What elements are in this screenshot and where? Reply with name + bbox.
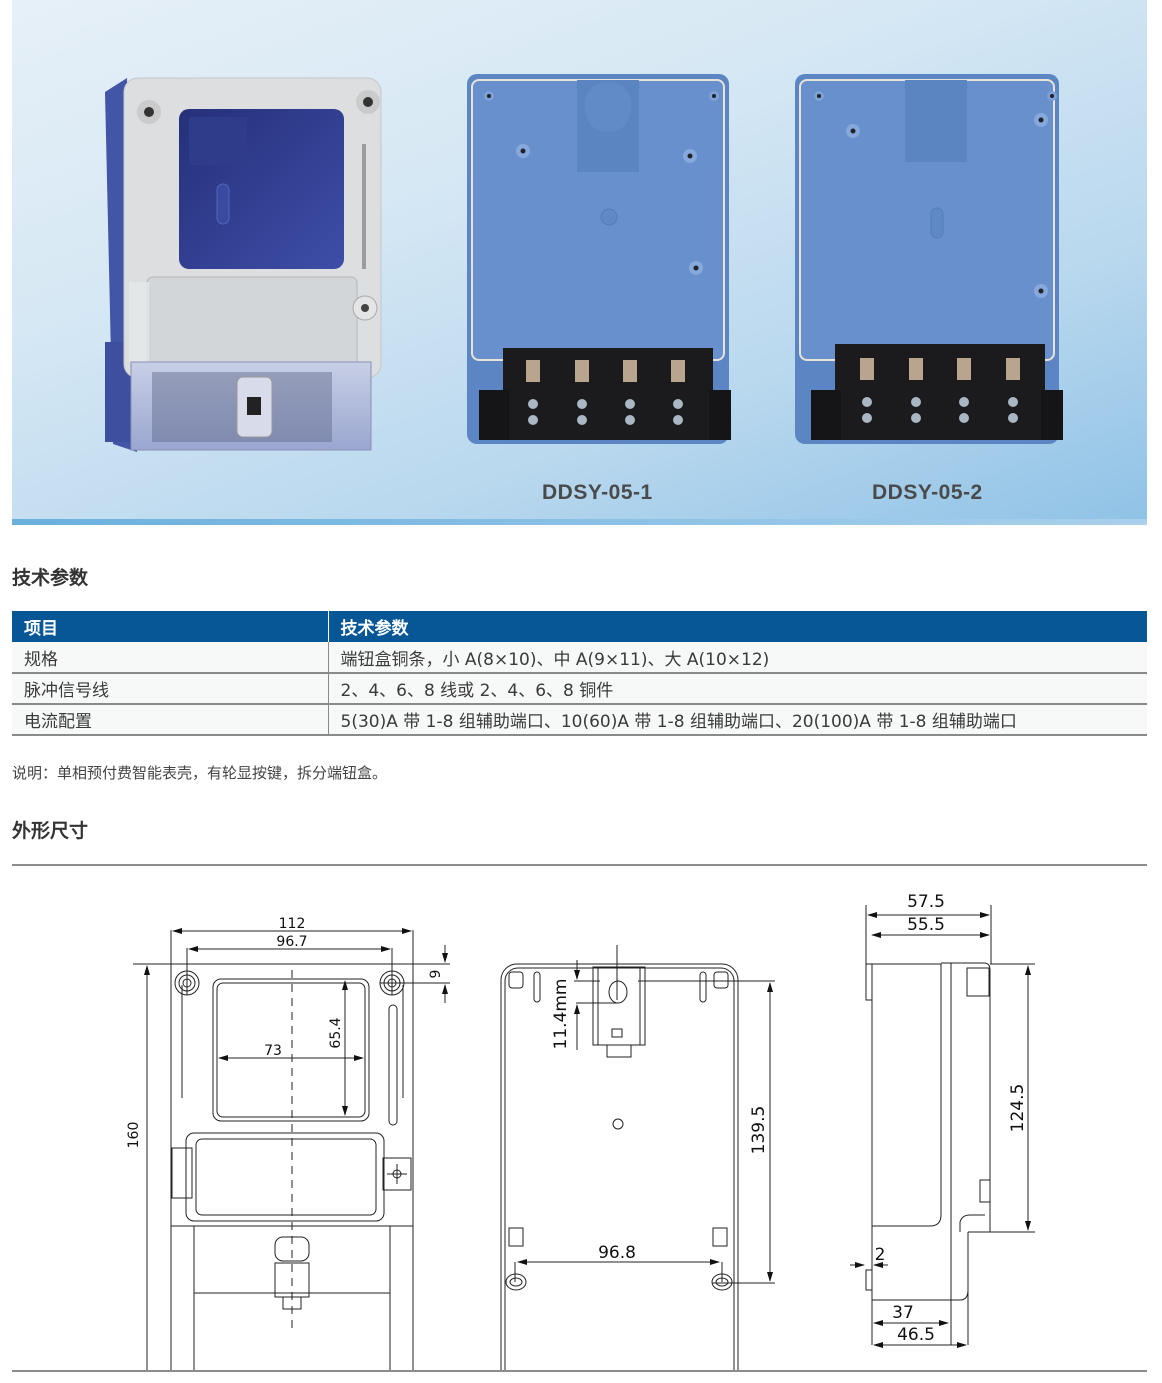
dim-55-5: 55.5 <box>907 915 945 935</box>
front-view <box>133 928 450 1370</box>
dim-2: 2 <box>875 1245 886 1265</box>
side-view <box>850 905 1035 1348</box>
product-banner: DDSY-05-1 DDSY-05-2 <box>12 0 1147 525</box>
dim-96-8: 96.8 <box>598 1243 636 1263</box>
row-label: 规格 <box>12 642 329 674</box>
table-row: 脉冲信号线 2、4、6、8 线或 2、4、6、8 铜件 <box>12 673 1147 705</box>
table-row: 电流配置 5(30)A 带 1-8 组辅助端口、10(60)A 带 1-8 组辅… <box>12 704 1147 736</box>
dim-11-4mm: 11.4mm <box>551 979 571 1050</box>
model-label-ddsy-05-2: DDSY-05-2 <box>872 481 983 504</box>
row-value: 端钮盒铜条，小 A(8×10)、中 A(9×11)、大 A(10×12) <box>328 642 1147 674</box>
dim-160: 160 <box>126 1122 142 1149</box>
dim-65-4: 65.4 <box>328 1017 344 1048</box>
dim-96-7: 96.7 <box>276 934 307 950</box>
assembled-meter-box-photo <box>105 77 382 452</box>
spec-note: 说明：单相预付费智能表壳，有轮显按键，拆分端钮盒。 <box>12 764 388 782</box>
dim-112: 112 <box>279 916 306 932</box>
row-value: 5(30)A 带 1-8 组辅助端口、10(60)A 带 1-8 组辅助端口、2… <box>328 704 1147 736</box>
dimension-section-title: 外形尺寸 <box>12 820 89 842</box>
spec-section-title: 技术参数 <box>12 567 89 589</box>
ddsy-05-2-photo <box>795 74 1063 444</box>
divider-bottom <box>12 1370 1147 1372</box>
table-row: 规格 端钮盒铜条，小 A(8×10)、中 A(9×11)、大 A(10×12) <box>12 642 1147 674</box>
row-value: 2、4、6、8 线或 2、4、6、8 铜件 <box>328 673 1147 705</box>
spec-table: 项目 技术参数 规格 端钮盒铜条，小 A(8×10)、中 A(9×11)、大 A… <box>12 611 1147 736</box>
dim-124-5: 124.5 <box>1008 1084 1028 1133</box>
header-item: 项目 <box>12 611 329 642</box>
spec-table-header: 项目 技术参数 <box>12 611 1147 642</box>
model-label-ddsy-05-1: DDSY-05-1 <box>542 481 653 504</box>
header-params: 技术参数 <box>328 611 1147 642</box>
divider-top <box>12 864 1147 866</box>
dim-46-5: 46.5 <box>897 1325 935 1345</box>
dim-57-5: 57.5 <box>907 892 945 912</box>
row-label: 电流配置 <box>12 704 329 736</box>
dimension-drawing: 112 96.7 9 73 65.4 160 11.4mm 139.5 96.8… <box>126 892 1035 1370</box>
dim-139-5: 139.5 <box>749 1106 769 1155</box>
dim-73: 73 <box>264 1043 282 1059</box>
ddsy-05-1-photo <box>467 74 731 444</box>
row-label: 脉冲信号线 <box>12 673 329 705</box>
dim-9: 9 <box>428 970 444 979</box>
back-view <box>500 945 775 1370</box>
dim-37: 37 <box>892 1303 914 1323</box>
